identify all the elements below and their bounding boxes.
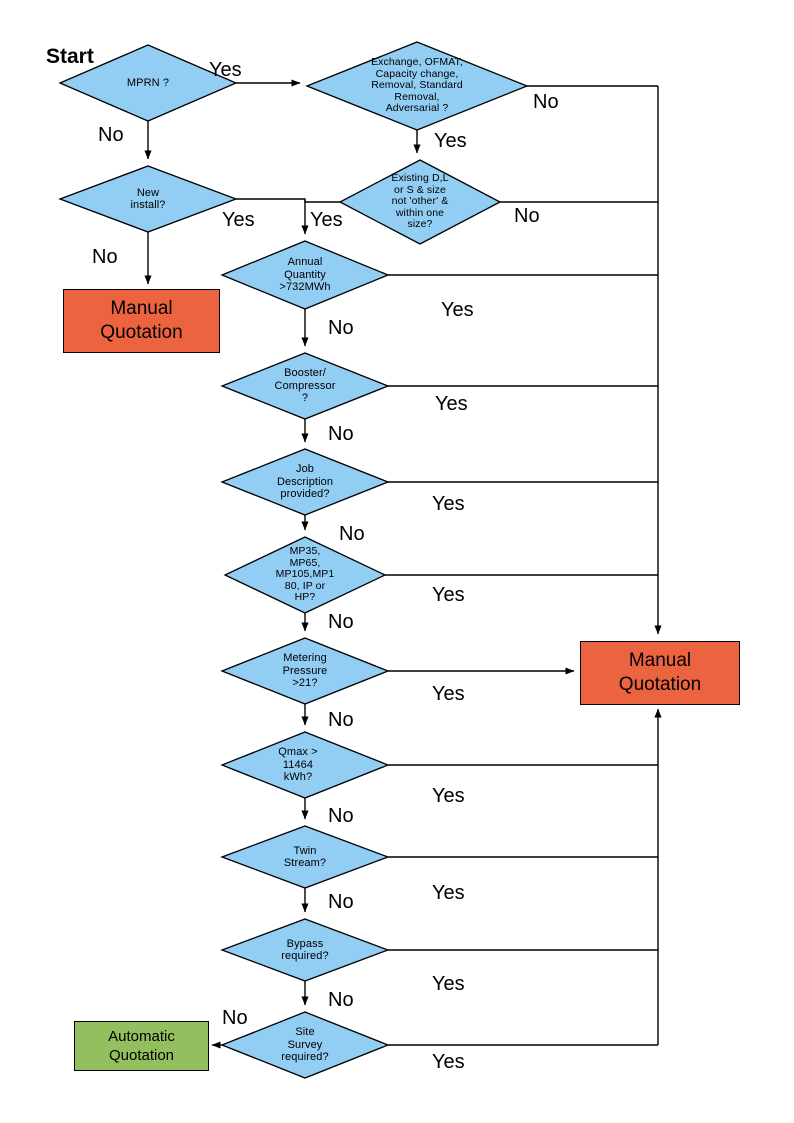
terminal-automatic-quotation[interactable]: Automatic Quotation — [74, 1021, 209, 1071]
edge-label-booster-yes: Yes — [435, 393, 468, 415]
decision-metering-pressure[interactable] — [220, 637, 390, 705]
decision-twin-stream[interactable] — [220, 825, 390, 889]
decision-booster-compressor[interactable] — [220, 352, 390, 420]
edge-label-qmax-no: No — [328, 805, 354, 827]
decision-qmax[interactable] — [220, 731, 390, 799]
edge-label-pressure-no: No — [328, 709, 354, 731]
edge-label-annual-yes: Yes — [441, 299, 474, 321]
edge-label-mprn-yes: Yes — [209, 59, 242, 81]
edge-label-mpclass-yes: Yes — [432, 584, 465, 606]
decision-job-description[interactable] — [220, 448, 390, 516]
terminal-manual-quotation-left[interactable]: Manual Quotation — [63, 289, 220, 353]
edge-label-exchange-no: No — [533, 91, 559, 113]
edge-label-bypass-no: No — [328, 989, 354, 1011]
edge-label-twin-no: No — [328, 891, 354, 913]
edge-label-sitesurvey-yes: Yes — [432, 1051, 465, 1073]
edge-label-mpclass-no: No — [328, 611, 354, 633]
decision-annual-quantity[interactable] — [220, 240, 390, 310]
edge-label-exchange-yes: Yes — [434, 130, 467, 152]
decision-site-survey[interactable] — [220, 1011, 390, 1079]
edge-label-mprn-no: No — [98, 124, 124, 146]
decision-bypass-required[interactable] — [220, 918, 390, 982]
decision-existing[interactable] — [338, 159, 502, 245]
page-title: Start — [46, 45, 94, 68]
edge-label-existing-yes: Yes — [310, 209, 343, 231]
decision-exchange[interactable] — [305, 41, 529, 131]
decision-new-install[interactable] — [58, 165, 238, 233]
edge-label-qmax-yes: Yes — [432, 785, 465, 807]
edge-new-install-yes — [236, 198, 306, 203]
decision-mp-class[interactable] — [223, 536, 387, 614]
edge-label-twin-yes: Yes — [432, 882, 465, 904]
edge-label-bypass-yes: Yes — [432, 973, 465, 995]
edge-label-new-install-no: No — [92, 246, 118, 268]
edge-label-new-install-yes: Yes — [222, 209, 255, 231]
edge-label-existing-no: No — [514, 205, 540, 227]
edge-label-jobdesc-yes: Yes — [432, 493, 465, 515]
edge-label-booster-no: No — [328, 423, 354, 445]
edge-label-sitesurvey-no: No — [222, 1007, 248, 1029]
edge-label-jobdesc-no: No — [339, 523, 365, 545]
terminal-manual-quotation-right[interactable]: Manual Quotation — [580, 641, 740, 705]
edge-label-pressure-yes: Yes — [432, 683, 465, 705]
edge-label-annual-no: No — [328, 317, 354, 339]
